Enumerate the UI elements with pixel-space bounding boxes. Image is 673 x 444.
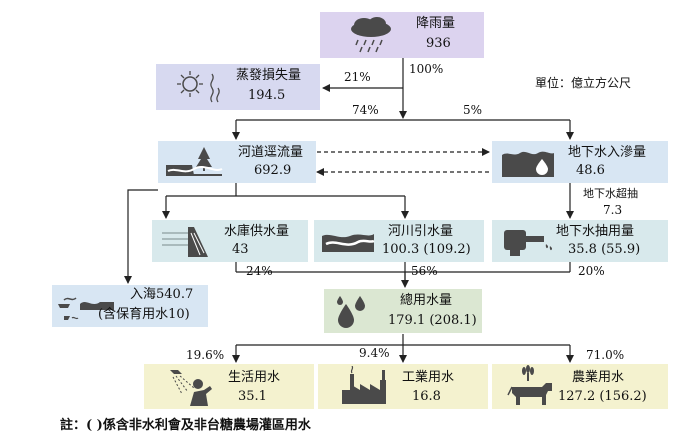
reservoir-label: 水庫供水量 xyxy=(224,224,290,239)
factory-icon xyxy=(342,366,386,404)
pumping-pct: 20% xyxy=(578,264,605,278)
water-drops-icon xyxy=(337,296,365,328)
reservoir-value: 43 xyxy=(232,242,249,257)
industrial-pct: 9.4% xyxy=(359,346,390,360)
infil-box: 地下水入滲量 48.6 xyxy=(492,141,668,183)
dam-icon xyxy=(162,227,208,257)
infil-label: 地下水入滲量 xyxy=(568,145,647,160)
pump-icon xyxy=(504,230,552,256)
industrial-label: 工業用水 xyxy=(402,370,455,385)
unit-note: 單位：億立方公尺 xyxy=(535,76,632,90)
pumping-label: 地下水抽用量 xyxy=(556,224,635,239)
sea-box: 入海540.7 (含保育用水10) xyxy=(52,285,208,327)
agricultural-pct: 71.0% xyxy=(586,348,625,362)
evap-label: 蒸發損失量 xyxy=(236,68,302,83)
infil-pct: 5% xyxy=(463,103,483,117)
sun-icon xyxy=(177,71,220,103)
rain-pct: 100% xyxy=(409,62,444,76)
river-tree-icon xyxy=(166,147,223,176)
river-icon xyxy=(322,234,375,252)
domestic-value: 35.1 xyxy=(238,389,267,404)
industrial-box: 工業用水 16.8 xyxy=(318,364,488,409)
agricultural-label: 農業用水 xyxy=(572,370,625,385)
evap-box: 蒸發損失量 194.5 xyxy=(156,64,320,110)
rain-box: 降雨量 936 xyxy=(320,12,484,58)
river-pct: 56% xyxy=(411,264,438,278)
total-value: 179.1 (208.1) xyxy=(388,313,477,328)
sea-value: (含保育用水10) xyxy=(98,307,190,322)
groundwater-icon xyxy=(502,151,554,177)
runoff-label: 河道逕流量 xyxy=(238,145,304,160)
runoff-box: 河道逕流量 692.9 xyxy=(158,141,316,183)
total-box: 總用水量 179.1 (208.1) xyxy=(324,289,482,333)
domestic-pct: 19.6% xyxy=(186,348,225,362)
river-intake-box: 河川引水量 100.3 (109.2) xyxy=(314,220,484,262)
shower-icon xyxy=(170,370,212,406)
industrial-value: 16.8 xyxy=(412,389,441,404)
overdraft-value: 7.3 xyxy=(603,203,623,217)
runoff-value: 692.9 xyxy=(254,163,292,178)
infil-value: 48.6 xyxy=(576,163,605,178)
reservoir-box: 水庫供水量 43 xyxy=(152,220,308,262)
domestic-label: 生活用水 xyxy=(228,370,281,385)
rain-label: 降雨量 xyxy=(416,16,456,31)
sea-flow-line xyxy=(124,189,158,284)
footnote: 註：( )係含非水利會及非台糖農場灌區用水 xyxy=(60,418,311,433)
river-intake-value: 100.3 (109.2) xyxy=(382,242,471,257)
evap-pct: 21% xyxy=(344,70,371,84)
pumping-value: 35.8 (55.9) xyxy=(568,242,641,257)
river-intake-label: 河川引水量 xyxy=(388,224,454,239)
rain-cloud-icon xyxy=(351,17,391,53)
overdraft-label: 地下水超抽 xyxy=(583,187,638,200)
runoff-pct: 74% xyxy=(352,103,379,117)
reservoir-pct: 24% xyxy=(246,264,273,278)
cow-crop-icon xyxy=(507,365,552,405)
total-label: 總用水量 xyxy=(400,293,453,308)
rain-value: 936 xyxy=(426,36,451,51)
evap-value: 194.5 xyxy=(248,88,286,103)
sea-icon xyxy=(58,297,114,320)
domestic-box: 生活用水 35.1 xyxy=(144,364,314,409)
pumping-box: 地下水抽用量 35.8 (55.9) xyxy=(492,220,668,262)
agricultural-box: 農業用水 127.2 (156.2) xyxy=(492,364,668,409)
sea-label: 入海540.7 xyxy=(130,287,194,302)
agricultural-value: 127.2 (156.2) xyxy=(558,389,647,404)
